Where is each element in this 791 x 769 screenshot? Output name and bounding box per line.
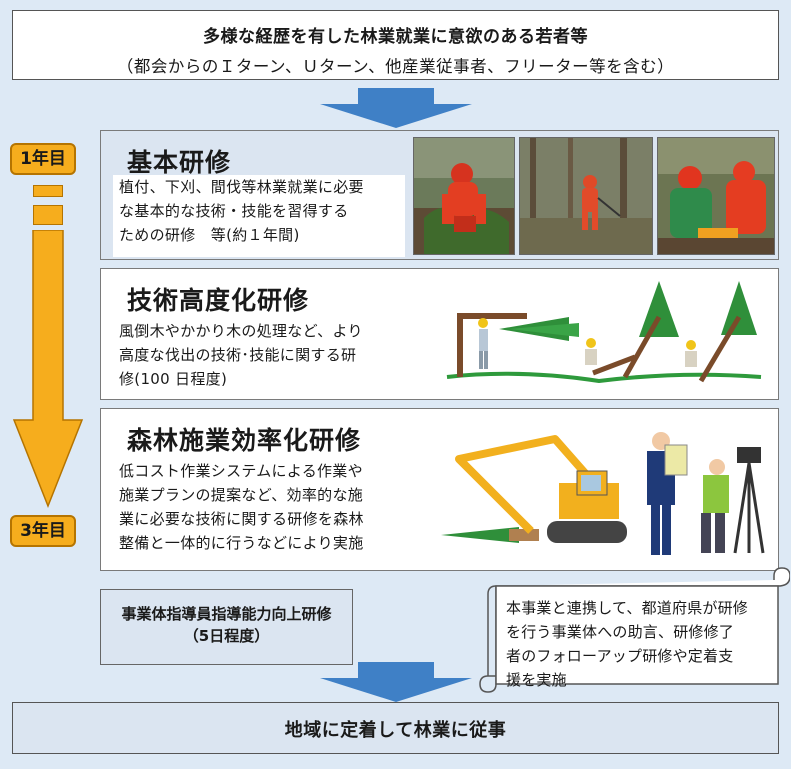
efficiency-line-2: 施業プランの提案など、効率的な施 (119, 486, 364, 504)
basic-training-line-1: 植付、下刈、間伐等林業就業に必要 (119, 178, 364, 196)
target-group-box: 多様な経歴を有した林業就業に意欲のある若者等 （都会からのＩターン、Ｕターン、他… (12, 10, 779, 80)
progress-arrow (12, 230, 84, 509)
final-outcome-text: 地域に定着して林業に従事 (284, 720, 507, 741)
basic-training-title: 基本研修 (127, 148, 232, 177)
scroll-line-3: 者のフォローアップ研修や定着支 (506, 647, 734, 665)
progress-dash-1 (33, 185, 63, 197)
efficiency-line-3: 業に必要な技術に関する研修を森林 (119, 510, 364, 528)
scroll-note: 本事業と連携して、都道府県が研修 を行う事業体への助言、研修修了 者のフォローア… (506, 596, 776, 692)
year-badge-end: 3年目 (10, 515, 76, 547)
advanced-tech-line-1: 風倒木やかかり木の処理など、より (119, 322, 363, 340)
advanced-tech-title: 技術高度化研修 (127, 286, 310, 315)
scroll-line-4: 援を実施 (506, 671, 567, 689)
basic-training-desc-box: 植付、下刈、間伐等林業就業に必要 な基本的な技術・技能を習得する ための研修 等… (113, 175, 405, 257)
advanced-tech-line-3: 修(100 日程度) (119, 370, 228, 388)
efficiency-panel: 森林施業効率化研修 低コスト作業システムによる作業や 施業プランの提案など、効率… (100, 408, 779, 571)
leader-training-box: 事業体指導員指導能力向上研修 （5日程度） (100, 589, 353, 665)
target-group-subtitle: （都会からのＩターン、Ｕターン、他産業従事者、フリーター等を含む） (116, 57, 675, 76)
basic-training-line-2: な基本的な技術・技能を習得する (119, 202, 349, 220)
felling-illustration (446, 281, 762, 384)
efficiency-line-1: 低コスト作業システムによる作業や (119, 462, 363, 480)
leader-training-line-2: （5日程度） (183, 627, 270, 645)
scroll-line-2: を行う事業体への助言、研修修了 (506, 623, 735, 641)
final-outcome-box: 地域に定着して林業に従事 (12, 702, 779, 754)
advanced-tech-line-2: 高度な伐出の技術･技能に関する研 (119, 346, 357, 364)
efficiency-line-4: 整備と一体的に行うなどにより実施 (119, 534, 364, 552)
basic-training-panel: 基本研修 植付、下刈、間伐等林業就業に必要 な基本的な技術・技能を習得する ため… (100, 130, 779, 260)
advanced-tech-desc: 風倒木やかかり木の処理など、より 高度な伐出の技術･技能に関する研 修(100 … (119, 319, 419, 391)
brush-cutting-photo (519, 137, 653, 255)
advanced-tech-panel: 技術高度化研修 風倒木やかかり木の処理など、より 高度な伐出の技術･技能に関する… (100, 268, 779, 400)
year-badge-start: 1年目 (10, 143, 76, 175)
flow-arrow-top (320, 88, 472, 128)
surveyor-illustration (647, 432, 765, 555)
progress-dash-2 (33, 205, 63, 225)
flow-arrow-bottom (320, 662, 472, 702)
efficiency-title: 森林施業効率化研修 (127, 426, 362, 455)
scroll-line-1: 本事業と連携して、都道府県が研修 (506, 599, 749, 617)
leader-training-line-1: 事業体指導員指導能力向上研修 (121, 605, 332, 623)
target-group-title: 多様な経歴を有した林業就業に意欲のある若者等 (203, 27, 588, 47)
efficiency-desc: 低コスト作業システムによる作業や 施業プランの提案など、効率的な施 業に必要な技… (119, 459, 439, 555)
scroll-frame (479, 567, 790, 693)
chainsaw-photo (657, 137, 775, 255)
basic-training-line-3: ための研修 等(約１年間) (119, 226, 300, 244)
excavator-illustration (441, 435, 627, 543)
planting-photo (413, 137, 515, 255)
